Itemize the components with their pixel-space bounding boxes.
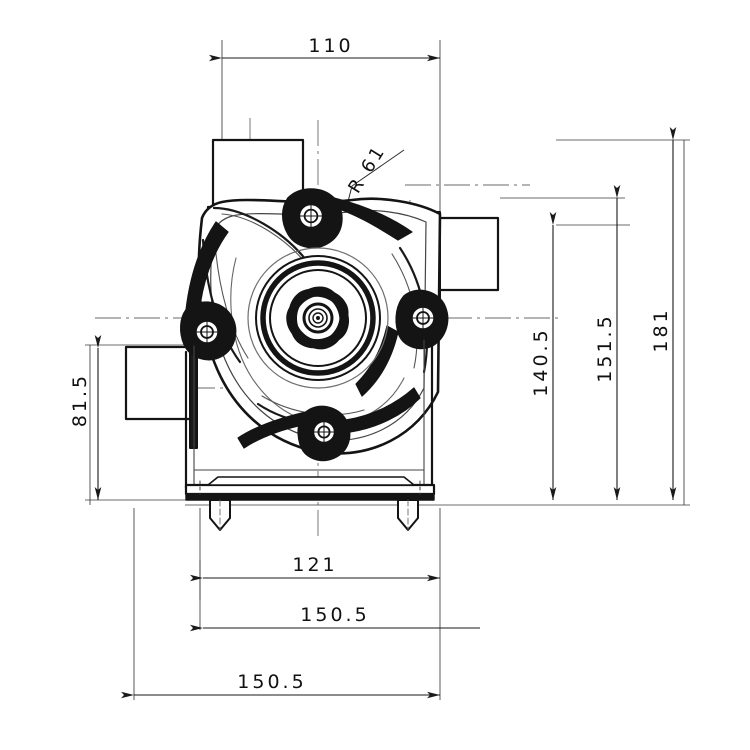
dimension-181: 181 (650, 307, 672, 352)
dimension-151-5: 151.5 (594, 313, 616, 382)
dimension-110: 110 (308, 35, 353, 57)
impeller-blades (286, 286, 350, 350)
base-plate (184, 476, 436, 501)
dimension-121: 121 (292, 554, 337, 576)
dimension-150-5-outer: 150.5 (237, 671, 306, 693)
part-geometry (124, 138, 500, 531)
dimension-140-5: 140.5 (530, 327, 552, 396)
bolt-boss-left (180, 221, 237, 361)
bolt-boss-bottom (237, 387, 421, 462)
dimension-150-5-inner: 150.5 (300, 604, 369, 626)
mounting-foot-right (397, 499, 419, 531)
bolt-boss-right (355, 289, 449, 397)
dimension-lines (94, 54, 677, 699)
impeller-hub (302, 302, 334, 334)
impeller (247, 247, 389, 389)
bolt-boss-top (281, 188, 413, 249)
radius-leader-tail (351, 149, 405, 187)
dimension-81-5: 81.5 (69, 373, 91, 427)
housing-side-wall (184, 332, 434, 490)
mounting-foot-left (209, 499, 231, 531)
